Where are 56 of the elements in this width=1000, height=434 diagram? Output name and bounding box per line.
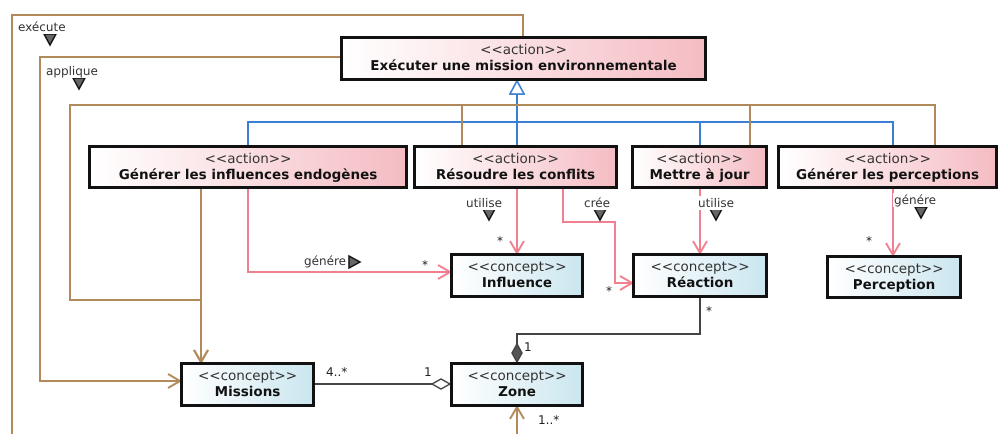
edge-label: crée — [583, 196, 612, 210]
action-box — [88, 145, 408, 189]
node-title: Exécuter une mission environnementale — [370, 58, 677, 75]
aggregation-line — [511, 298, 701, 363]
action-box — [413, 145, 618, 189]
association-arrow — [885, 189, 901, 256]
action-box — [340, 36, 707, 81]
node-title: Générer les influences endogènes — [118, 166, 378, 184]
stereotype-label: <<concept>> — [467, 259, 567, 275]
concept-box — [450, 253, 584, 298]
association-arrow — [247, 189, 451, 280]
association-arrow — [509, 189, 525, 254]
node-title: Mettre à jour — [650, 166, 750, 184]
stereotype-label: <<action>> — [480, 42, 567, 58]
edge-label: génére — [303, 254, 348, 268]
association-arrow — [39, 56, 340, 389]
stereotype-label: <<action>> — [844, 150, 931, 166]
association-arrow — [193, 189, 209, 363]
edge-label: utilise — [465, 196, 503, 210]
concept-box — [826, 255, 962, 299]
multiplicity-label: 4..* — [326, 365, 348, 379]
edge-label: utilise — [697, 196, 735, 210]
node-title: Perception — [852, 276, 936, 294]
stereotype-label: <<concept>> — [467, 368, 567, 384]
generalization-arrow — [509, 80, 894, 145]
stereotype-label: <<action>> — [656, 150, 743, 166]
node-title: Missions — [214, 384, 280, 401]
stereotype-label: <<action>> — [472, 150, 559, 166]
node-title: Influence — [482, 275, 552, 292]
node-title: Résoudre les conflits — [436, 166, 596, 184]
multiplicity-label: * — [866, 234, 872, 248]
concept-box — [632, 253, 768, 298]
association-arrow — [509, 406, 525, 434]
node-title: Générer les perceptions — [796, 166, 979, 184]
stereotype-label: <<concept>> — [198, 368, 298, 384]
multiplicity-label: * — [422, 258, 428, 272]
multiplicity-label: * — [706, 304, 712, 318]
multiplicity-label: * — [606, 284, 612, 298]
association-arrow — [562, 189, 633, 291]
node-title: Réaction — [666, 275, 734, 292]
multiplicity-label: 1 — [424, 365, 432, 379]
aggregation-line — [315, 378, 451, 390]
edge-label: génére — [893, 193, 938, 207]
action-box — [631, 145, 768, 189]
multiplicity-label: * — [497, 234, 503, 248]
action-box — [777, 145, 998, 189]
concept-box — [180, 362, 315, 407]
stereotype-label: <<action>> — [204, 150, 292, 166]
concept-box — [450, 362, 584, 407]
stereotype-label: <<concept>> — [650, 259, 750, 275]
edge-label: exécute — [17, 20, 67, 34]
multiplicity-label: 1..* — [538, 413, 560, 427]
node-title: Zone — [498, 384, 536, 401]
edge-label: applique — [45, 64, 99, 78]
multiplicity-label: 1 — [524, 340, 532, 354]
stereotype-label: <<concept>> — [844, 260, 944, 276]
